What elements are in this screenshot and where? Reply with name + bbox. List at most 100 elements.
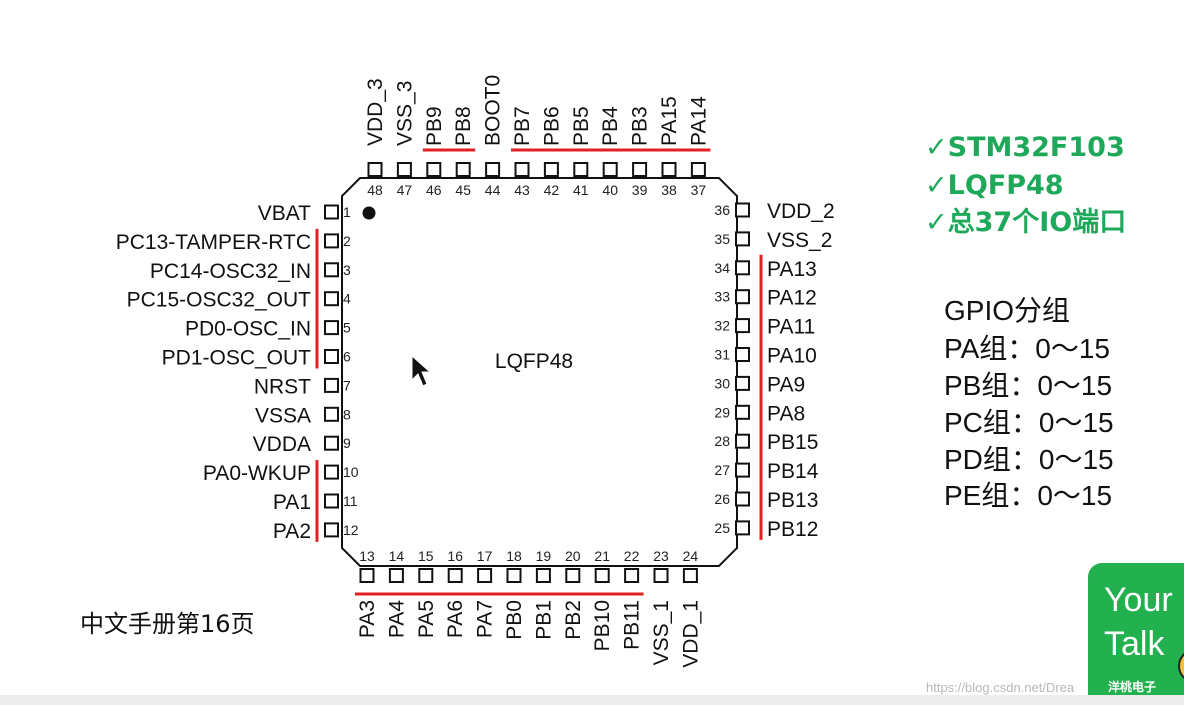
pin-label-9: VDDA [253,433,311,456]
pin-pad-38 [661,162,677,177]
pin-pad-22 [624,568,640,583]
pin-number-30: 30 [714,375,730,391]
pin-pad-10 [324,464,339,480]
pin-label-6: PD1-OSC_OUT [162,347,312,370]
pin-pad-9 [324,435,339,451]
pin-number-19: 19 [536,548,552,564]
pin-pad-1 [324,204,339,220]
pin-label-19: PB1 [532,600,555,640]
channel-badge: Your Talk 洋桃电子 [1088,563,1184,698]
pin-pad-37 [690,162,706,177]
pin-label-40: PB4 [599,106,622,146]
pin-label-46: PB9 [423,106,446,146]
badge-line-2: Talk [1104,625,1165,663]
pin-number-42: 42 [544,182,560,198]
watermark: https://blog.csdn.net/Drea [926,680,1075,695]
pin-label-34: PA13 [767,258,817,281]
pin-number-12: 12 [343,522,359,538]
pin-label-3: PC14-OSC32_IN [150,260,311,283]
pin-label-45: PB8 [452,106,475,146]
pin-pad-8 [324,406,339,422]
chip-package-label: LQFP48 [495,350,573,373]
gpio-group-pa: PA组：0～15 [944,333,1110,364]
pin-number-32: 32 [714,318,730,334]
pin-pad-13 [359,568,375,583]
pin-number-45: 45 [455,182,471,198]
pin-label-10: PA0-WKUP [203,462,311,485]
pin-pad-47 [396,162,412,177]
pin-pad-32 [735,318,750,334]
spec-io-count: ✓总37个IO端口 [925,207,1127,238]
pin-label-17: PA7 [474,600,497,638]
pin-number-17: 17 [477,548,493,564]
pin-number-40: 40 [602,182,618,198]
pin-label-32: PA11 [767,316,815,339]
pin-number-3: 3 [343,262,351,278]
pin-pad-19 [535,568,551,583]
pin-label-7: NRST [254,375,311,398]
pin-number-28: 28 [714,433,730,449]
pin-pad-18 [506,568,522,583]
pin-pad-26 [735,491,750,507]
pin-label-36: VDD_2 [767,200,835,223]
pin-pad-34 [735,260,750,276]
pin-number-39: 39 [632,182,648,198]
pin-number-46: 46 [426,182,442,198]
pin-label-33: PA12 [767,287,817,310]
pin-pad-24 [682,568,698,583]
pin-pad-21 [594,568,610,583]
spec-chip-model: ✓STM32F103 [925,132,1125,163]
pin-label-24: VDD_1 [679,600,702,668]
pin-pad-11 [324,493,339,509]
pin-number-6: 6 [343,349,351,365]
pin-label-25: PB12 [767,518,818,541]
pin-pad-42 [543,162,559,177]
pin-label-23: VSS_1 [650,600,673,665]
manual-page-note: 中文手册第16页 [80,610,255,638]
pin-number-10: 10 [343,464,359,480]
pin-label-4: PC15-OSC32_OUT [127,289,312,312]
pin-label-5: PD0-OSC_IN [185,318,311,341]
pin-number-2: 2 [343,233,351,249]
badge-line-1: Your [1104,581,1173,619]
pin-pad-5 [324,320,339,336]
pin-label-15: PA5 [415,600,438,638]
pin-pad-36 [735,202,750,218]
pin-pad-41 [573,162,589,177]
pin-number-33: 33 [714,289,730,305]
bottom-bar [0,695,1184,705]
pin-label-48: VDD_3 [364,78,387,146]
badge-avatar-icon [1178,649,1184,683]
pin-label-20: PB2 [562,600,585,640]
pin-pad-12 [324,522,339,538]
pin-pad-4 [324,291,339,307]
pin-pad-35 [735,231,750,247]
pin-number-18: 18 [506,548,522,564]
gpio-group-pc: PC组：0～15 [944,407,1114,438]
pin-pad-29 [735,404,750,420]
pin-label-26: PB13 [767,489,818,512]
pin-number-41: 41 [573,182,589,198]
pin-label-18: PB0 [503,600,526,640]
pin-number-26: 26 [714,491,730,507]
pin-pad-3 [324,262,339,278]
pin-pad-6 [324,349,339,364]
pin-number-44: 44 [485,182,501,198]
pin-pad-23 [653,568,669,583]
pin-label-43: PB7 [511,106,534,146]
gpio-group-pd: PD组：0～15 [944,444,1114,475]
pin-label-14: PA4 [385,600,408,638]
pin-pad-48 [367,162,383,177]
pin-number-4: 4 [343,291,351,307]
pin-number-21: 21 [594,548,610,564]
pin-pad-46 [426,162,442,177]
pin-label-29: PA8 [767,402,805,425]
pin-label-16: PA6 [444,600,467,638]
spec-package: ✓LQFP48 [925,170,1064,201]
pin-number-37: 37 [691,182,707,198]
pin-number-9: 9 [343,435,351,451]
pin-number-11: 11 [343,493,358,509]
pin-number-25: 25 [714,520,730,536]
pin-label-22: PB11 [621,600,644,650]
pin-pad-43 [514,162,530,177]
